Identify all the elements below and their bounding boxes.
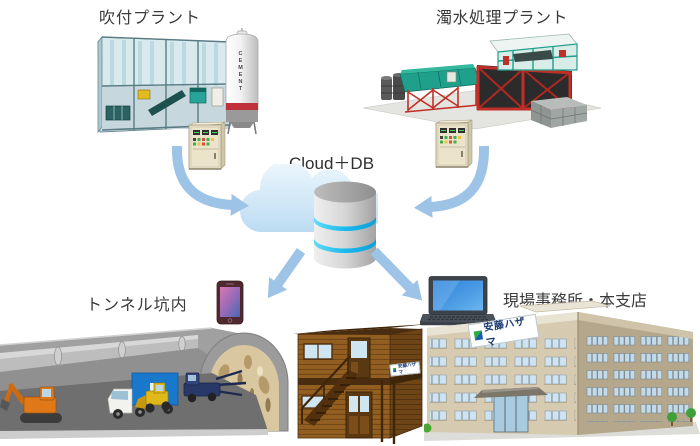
smartphone-icon (216, 280, 244, 325)
control-panel-icon (184, 121, 228, 175)
laptop-icon (420, 276, 496, 328)
tunnel-label: トンネル坑内 (86, 297, 188, 314)
cement-silo-text: CEMENT (237, 51, 244, 93)
cloud-db-label: Cloud＋DB (289, 154, 375, 173)
site-office-illustration (290, 320, 432, 446)
drill-jumbo (183, 369, 247, 403)
database-icon (310, 178, 380, 273)
office-building-illustration (424, 298, 700, 446)
company-logo-icon (392, 367, 397, 373)
tunnel-illustration: . (0, 327, 298, 446)
water-plant-illustration (363, 26, 603, 131)
wheel-loader (135, 382, 171, 413)
excavator (0, 383, 62, 423)
spray-plant-illustration (90, 26, 265, 138)
water-plant-label: 濁水処理プラント (436, 10, 569, 27)
control-panel-icon (431, 119, 475, 173)
arrow-cloud-to-tunnel (267, 248, 306, 299)
tree (424, 408, 696, 433)
company-logo-icon (473, 329, 484, 341)
spray-plant-label: 吹付プラント (99, 10, 202, 27)
